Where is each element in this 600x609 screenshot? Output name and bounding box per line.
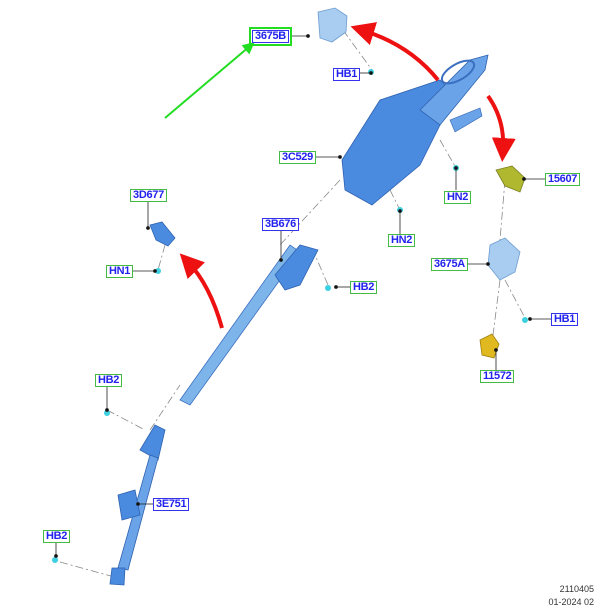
part-15607-clip <box>495 165 526 193</box>
green-pointer-arrow <box>164 42 255 119</box>
callout-hb1-top[interactable]: HB1 <box>333 68 361 81</box>
callout-hb1-right[interactable]: HB1 <box>551 313 579 326</box>
part-3C529-column <box>341 54 489 206</box>
part-3B676-shaft <box>179 244 319 406</box>
callout-3675A[interactable]: 3675A <box>431 258 468 271</box>
date-code: 01-2024 02 <box>548 597 594 607</box>
leader-lines <box>54 34 551 558</box>
centerlines <box>59 29 526 579</box>
red-arrow-top <box>350 22 440 82</box>
callout-11572[interactable]: 11572 <box>480 370 515 383</box>
callout-hb2-c[interactable]: HB2 <box>43 530 71 543</box>
part-3D677-bracket <box>149 221 176 247</box>
callout-hn2-b[interactable]: HN2 <box>388 234 416 247</box>
callout-3B676[interactable]: 3B676 <box>262 218 299 231</box>
red-arrow-right <box>486 94 516 162</box>
callout-hb2-a[interactable]: HB2 <box>350 281 378 294</box>
callout-hb2-b[interactable]: HB2 <box>95 374 123 387</box>
red-arrow-left <box>179 253 224 329</box>
illustration-id: 2110405 <box>559 584 594 594</box>
callout-hn1[interactable]: HN1 <box>106 265 134 278</box>
callout-3E751[interactable]: 3E751 <box>153 498 190 511</box>
callout-15607[interactable]: 15607 <box>545 173 581 186</box>
part-3675B-housing <box>317 7 348 43</box>
callout-3675B[interactable]: 3675B <box>249 27 292 46</box>
fasteners <box>52 69 528 563</box>
callout-3D677[interactable]: 3D677 <box>130 189 167 202</box>
callout-3C529[interactable]: 3C529 <box>279 151 316 164</box>
part-3E751-lower-shaft <box>109 424 166 586</box>
part-3675A-housing <box>487 237 521 281</box>
callout-hn2-a[interactable]: HN2 <box>444 191 472 204</box>
